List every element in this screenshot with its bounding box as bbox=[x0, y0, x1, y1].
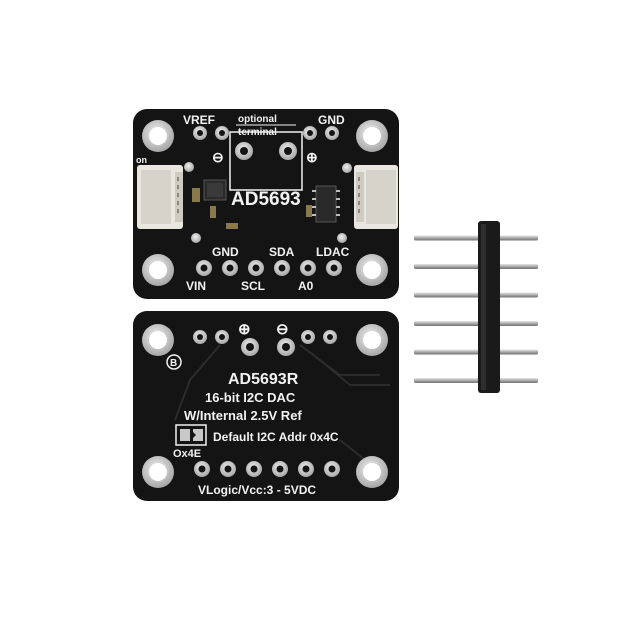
label-gnd-bottom: GND bbox=[212, 245, 239, 259]
front-board: VREF optional terminal GND ⊖ ⊕ on AD5693… bbox=[133, 109, 399, 299]
label-chip: AD5693 bbox=[231, 189, 301, 210]
label-a0: A0 bbox=[298, 279, 314, 293]
header-pin bbox=[414, 264, 538, 269]
label-back-plus: ⊕ bbox=[238, 321, 251, 338]
b-mark-circle bbox=[166, 354, 182, 370]
front-right-connector bbox=[354, 165, 398, 229]
label-vin: VIN bbox=[186, 279, 206, 293]
label-terminal: terminal bbox=[238, 127, 277, 138]
label-scl: SCL bbox=[241, 279, 265, 293]
front-left-connector bbox=[137, 165, 183, 229]
header-pin-strip bbox=[414, 221, 538, 393]
back-mounting-holes bbox=[142, 324, 388, 488]
label-addr-default: Default I2C Addr 0x4C bbox=[213, 430, 339, 444]
label-sda: SDA bbox=[269, 245, 295, 259]
label-back-title: AD5693R bbox=[228, 371, 299, 388]
header-pin bbox=[414, 235, 538, 241]
header-pin bbox=[414, 349, 538, 355]
back-pcb bbox=[133, 311, 399, 501]
address-jumper bbox=[175, 424, 207, 446]
label-vref: VREF bbox=[183, 113, 215, 127]
header-pin bbox=[414, 321, 538, 326]
label-addr-alt: Ox4E bbox=[173, 448, 201, 460]
label-ldac: LDAC bbox=[316, 245, 350, 259]
label-back-minus: ⊖ bbox=[276, 321, 289, 338]
front-pcb bbox=[133, 109, 399, 299]
header-pin bbox=[414, 292, 538, 298]
back-top-pads bbox=[193, 330, 337, 356]
front-bottom-pads bbox=[196, 260, 342, 276]
label-on: on bbox=[136, 155, 147, 165]
back-bottom-pads bbox=[194, 461, 340, 477]
back-traces bbox=[174, 344, 390, 461]
label-back-line1: 16-bit I2C DAC bbox=[205, 390, 296, 405]
label-plus: ⊕ bbox=[306, 149, 318, 165]
front-components bbox=[192, 179, 340, 229]
label-optional: optional bbox=[238, 114, 277, 125]
terminal-outline bbox=[229, 131, 303, 191]
back-board: B ⊕ ⊖ AD5693R 16-bit I2C DAC W/Internal … bbox=[133, 311, 399, 501]
header-pin bbox=[414, 378, 538, 383]
label-gnd-top: GND bbox=[318, 113, 345, 127]
front-mounting-holes bbox=[142, 120, 388, 286]
label-power: VLogic/Vcc:3 - 5VDC bbox=[198, 483, 316, 497]
label-b-mark: B bbox=[170, 358, 177, 369]
front-top-pads bbox=[193, 126, 339, 140]
label-minus: ⊖ bbox=[212, 149, 224, 165]
label-back-line2: W/Internal 2.5V Ref bbox=[184, 408, 302, 423]
